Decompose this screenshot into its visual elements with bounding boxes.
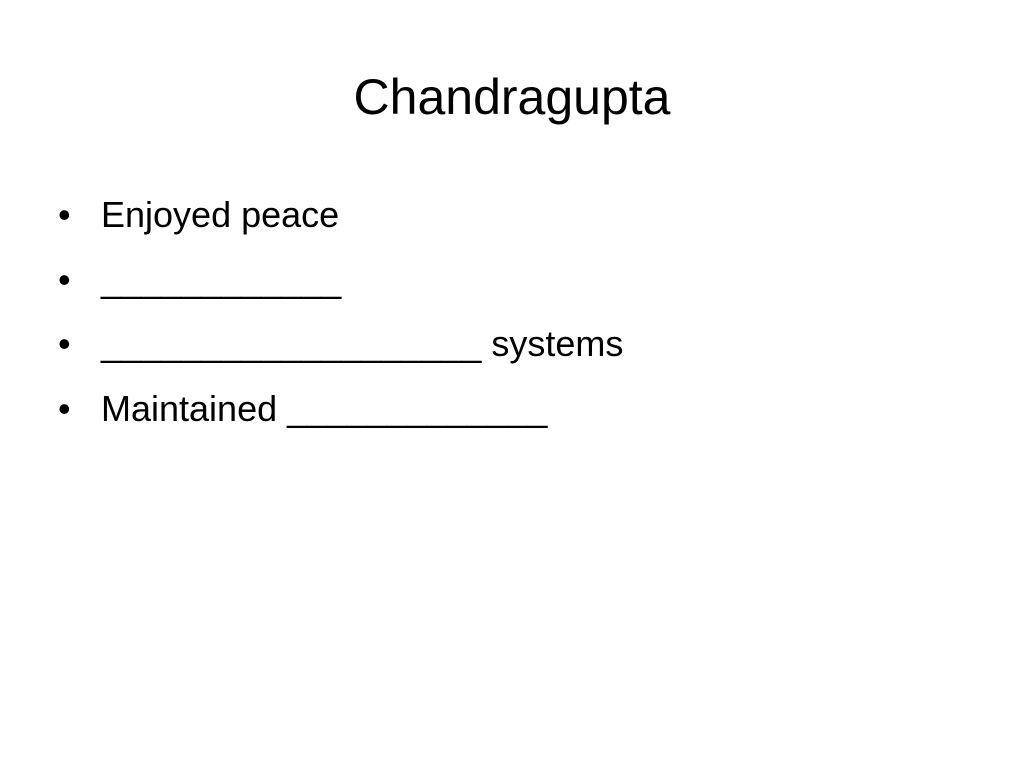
bullet-item: • ___________________ systems	[58, 312, 978, 377]
bullet-list: • Enjoyed peace • ____________ • _______…	[58, 183, 978, 441]
slide-title: Chandragupta	[353, 69, 671, 125]
bullet-text: ___________________ systems	[101, 323, 624, 364]
bullet-text: Enjoyed peace	[101, 194, 340, 235]
bullet-item: • ____________	[58, 248, 978, 313]
bullet-text: ____________	[101, 258, 342, 300]
bullet-icon: •	[58, 258, 71, 300]
bullet-text: Maintained _____________	[101, 387, 548, 429]
bullet-icon: •	[58, 194, 71, 235]
bullet-icon: •	[58, 387, 71, 429]
bullet-item: • Enjoyed peace	[58, 183, 978, 248]
bullet-icon: •	[58, 323, 71, 364]
bullet-item: • Maintained _____________	[58, 377, 978, 442]
